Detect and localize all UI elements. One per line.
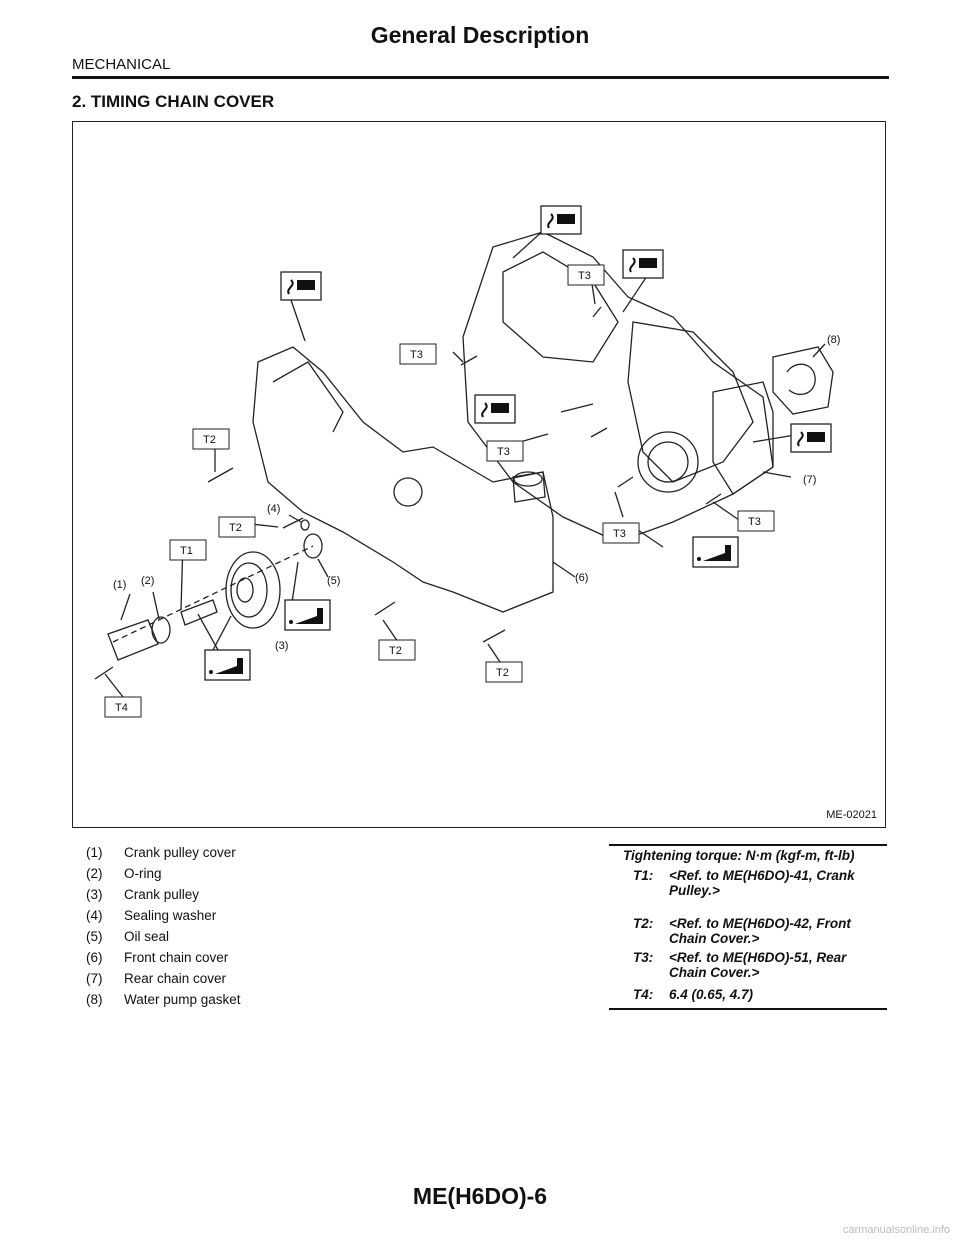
oil-seal-shape bbox=[303, 533, 323, 559]
water-pump-gasket-shape bbox=[772, 346, 834, 415]
torque-tag-t2: T2 bbox=[496, 667, 509, 679]
callout-3: (3) bbox=[275, 640, 288, 652]
callout-4: (4) bbox=[267, 503, 280, 515]
section-name: MECHANICAL bbox=[72, 56, 171, 73]
watermark: carmanualsonline.info bbox=[842, 1224, 950, 1236]
oil-can-icon bbox=[204, 649, 251, 681]
rear-chain-cover-shape bbox=[462, 231, 774, 543]
section-heading: 2. TIMING CHAIN COVER bbox=[72, 92, 275, 111]
part-row: (5)Oil seal bbox=[86, 929, 170, 944]
torque-tag-t2: T2 bbox=[229, 522, 242, 534]
part-row: (4)Sealing washer bbox=[86, 908, 217, 923]
part-row: (2)O-ring bbox=[86, 866, 162, 881]
torque-tag-t3: T3 bbox=[578, 270, 591, 282]
sealant-tube-icon bbox=[622, 249, 664, 279]
torque-row: T3:<Ref. to ME(H6DO)-51, Rear Chain Cove… bbox=[633, 950, 847, 980]
torque-tag-t4: T4 bbox=[115, 702, 128, 714]
callout-7: (7) bbox=[803, 474, 816, 486]
sealant-tube-icon bbox=[540, 205, 582, 235]
torque-tag-t3: T3 bbox=[748, 516, 761, 528]
torque-row: T4:6.4 (0.65, 4.7) bbox=[633, 987, 754, 1002]
part-row: (1)Crank pulley cover bbox=[86, 845, 236, 860]
torque-tag-t2: T2 bbox=[203, 434, 216, 446]
legend-rule bbox=[609, 1008, 887, 1010]
sealant-tube-icon bbox=[790, 423, 832, 453]
part-row: (3)Crank pulley bbox=[86, 887, 200, 902]
figure-id: ME-02021 bbox=[826, 809, 877, 821]
front-chain-cover-shape bbox=[252, 346, 554, 613]
torque-heading: Tightening torque: N·m (kgf-m, ft-lb) bbox=[623, 848, 855, 863]
page-number: ME(H6DO)-6 bbox=[412, 1183, 548, 1209]
callout-5: (5) bbox=[327, 575, 340, 587]
oil-can-icon bbox=[692, 536, 739, 568]
torque-tag-t3: T3 bbox=[613, 528, 626, 540]
o-ring-shape bbox=[151, 616, 171, 644]
header-rule bbox=[72, 76, 889, 79]
exploded-diagram: T2 T2 T1 T2 T2 T3 T3 T3 T3 T3 T4 (1) (2)… bbox=[72, 121, 886, 828]
torque-tag-t3: T3 bbox=[497, 446, 510, 458]
sealant-tube-icon bbox=[474, 394, 516, 424]
torque-tag-t2: T2 bbox=[389, 645, 402, 657]
legend-rule bbox=[609, 844, 887, 846]
part-row: (8)Water pump gasket bbox=[86, 992, 241, 1007]
torque-tag-t1: T1 bbox=[180, 545, 193, 557]
diagram-drawing: T2 T2 T1 T2 T2 T3 T3 T3 T3 T3 T4 (1) (2)… bbox=[94, 205, 840, 718]
sealant-tube-icon bbox=[280, 271, 322, 301]
callout-1: (1) bbox=[113, 579, 126, 591]
oil-can-icon bbox=[284, 599, 331, 631]
callout-8: (8) bbox=[827, 334, 840, 346]
part-row: (6)Front chain cover bbox=[86, 950, 229, 965]
torque-tag-t3: T3 bbox=[410, 349, 423, 361]
torque-row: T2:<Ref. to ME(H6DO)-42, Front Chain Cov… bbox=[633, 916, 851, 946]
torque-row: T1:<Ref. to ME(H6DO)-41, Crank Pulley.> bbox=[633, 868, 855, 898]
page-title: General Description bbox=[370, 22, 590, 48]
crank-pulley-shape bbox=[225, 551, 281, 629]
callout-2: (2) bbox=[141, 575, 154, 587]
callout-6: (6) bbox=[575, 572, 588, 584]
crank-pulley-cover-shape bbox=[107, 619, 159, 661]
part-row: (7)Rear chain cover bbox=[86, 971, 227, 986]
